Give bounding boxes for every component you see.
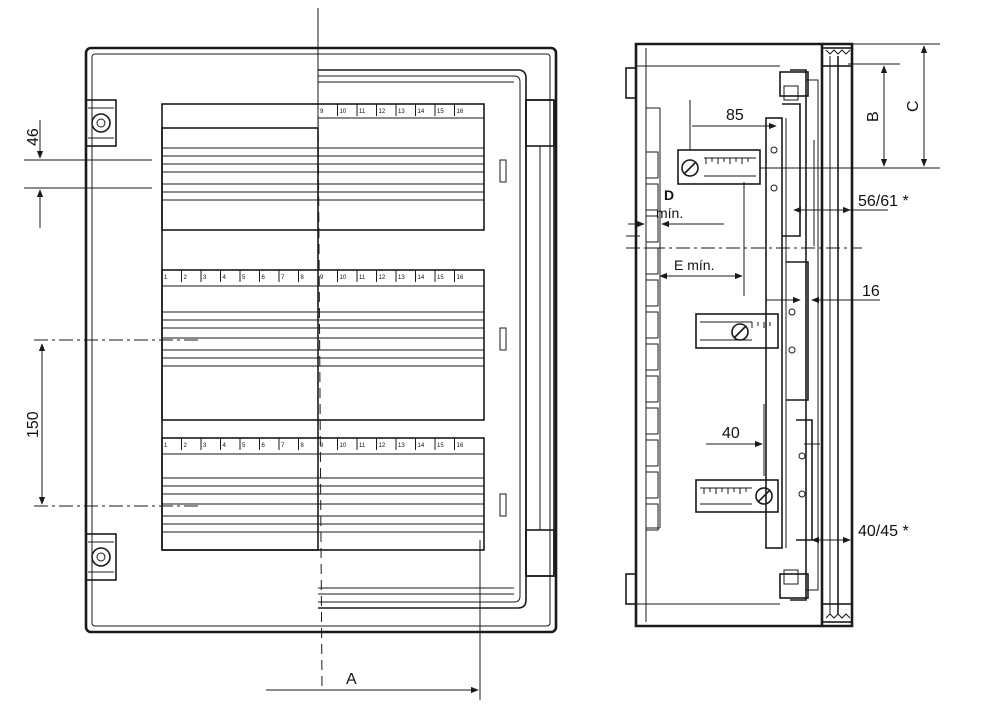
dimension-40-45: 40/45 * [811,523,909,546]
rail-tick-label: 9 [320,275,324,281]
dim-16-label: 16 [862,283,880,300]
rail-tick-label: 13 [398,109,405,115]
rail-tick-label: 6 [262,443,266,449]
rear-module [645,503,659,531]
rail-clamp-3 [695,479,779,513]
dim-46-label: 46 [25,128,42,146]
latch-bottom-icon [85,533,117,581]
rear-module [645,215,659,243]
cut-line-dashed [317,99,323,691]
din-rail-row-1 [161,103,507,231]
rear-module [645,151,659,179]
dim-a-label: A [346,671,357,688]
side-body-outline [634,42,824,628]
side-rear-modules [645,151,659,531]
rear-module [645,247,659,275]
rail-tick-label: 15 [437,109,444,115]
dim-b-label: B [865,111,882,122]
side-view: 85 B C 56/61 * D mín. [625,42,940,628]
rail-tick-label: 1 [164,275,168,281]
rear-module [645,375,659,403]
rail-tick-label: 14 [418,443,425,449]
rail-tick-label: 9 [320,443,324,449]
dimension-150: 150 [25,339,200,507]
rail-tick-label: 13 [398,443,405,449]
dimension-85: 85 [689,100,777,150]
rail-tick-label: 5 [242,443,246,449]
rail-clamp-1 [677,149,761,185]
door-inner-outline [318,75,521,603]
rail-tick-label: 10 [340,443,347,449]
dim-d-label: D [664,187,674,203]
side-support-bar [765,117,783,549]
din-rail-row-2 [161,269,507,421]
rail-tick-label: 15 [437,275,444,281]
rail-tick-label: 9 [320,109,324,115]
rail-tick-label: 14 [418,109,425,115]
door-outline [318,69,527,609]
side-foot-bottom [625,573,637,605]
latch-top-icon [85,99,117,147]
dim-40-label: 40 [722,425,740,442]
rear-module [645,279,659,307]
rail-tick-label: 3 [203,275,207,281]
side-door-outline [822,42,854,628]
rail-tick-label: 5 [242,275,246,281]
rail-tick-label: 12 [379,443,386,449]
rail-tick-label: 16 [457,443,464,449]
dim-150-label: 150 [25,411,42,438]
dimension-16: 16 [766,283,880,304]
rear-module [645,439,659,467]
dimension-40: 40 [706,404,820,476]
rail-tick-label: 11 [359,275,366,281]
dimension-b-c: B C [760,43,940,169]
rail-tick-label: 8 [301,275,305,281]
rear-module [645,311,659,339]
rail-tick-label: 6 [262,275,266,281]
dimension-a: A [266,540,481,700]
rail-tick-label: 13 [398,275,405,281]
rail-tick-label: 12 [379,109,386,115]
rail-tick-label: 16 [457,109,464,115]
mounting-panel [161,127,319,551]
rail-tick-label: 10 [340,275,347,281]
rail-clamp-2 [695,313,779,349]
dimension-46: 46 [24,120,152,228]
rail-tick-label: 1 [164,443,168,449]
rail-tick-label: 10 [340,109,347,115]
rail-tick-label: 15 [437,443,444,449]
rail-tick-label: 11 [359,109,366,115]
rail-tick-label: 2 [184,443,188,449]
rear-module [645,183,659,211]
rail-tick-label: 3 [203,443,207,449]
rail-tick-label: 11 [359,443,366,449]
rail-tick-label: 4 [223,275,227,281]
dim-d-min-label: mín. [656,205,683,221]
rail-tick-label: 7 [281,443,285,449]
rail-tick-label: 4 [223,443,227,449]
dim-e-min-label: E mín. [674,257,714,273]
dim-56-61-label: 56/61 * [858,193,909,210]
dim-85-label: 85 [726,107,744,124]
rail-tick-label: 12 [379,275,386,281]
dimension-e-min: E mín. [659,182,745,296]
dimension-56-61: 56/61 * [793,193,909,218]
side-foot-top [625,67,637,99]
din-rail-row-3 [161,437,507,551]
rail-tick-label: 14 [418,275,425,281]
rail-tick-label: 7 [281,275,285,281]
enclosure-outline [84,46,558,634]
dim-40-45-label: 40/45 * [858,523,909,540]
rail-tick-label: 8 [301,443,305,449]
rear-module [645,343,659,371]
rail-tick-label: 2 [184,275,188,281]
rear-module [645,471,659,499]
rear-module [645,407,659,435]
dim-c-label: C [905,100,922,112]
rail-tick-label: 16 [457,275,464,281]
